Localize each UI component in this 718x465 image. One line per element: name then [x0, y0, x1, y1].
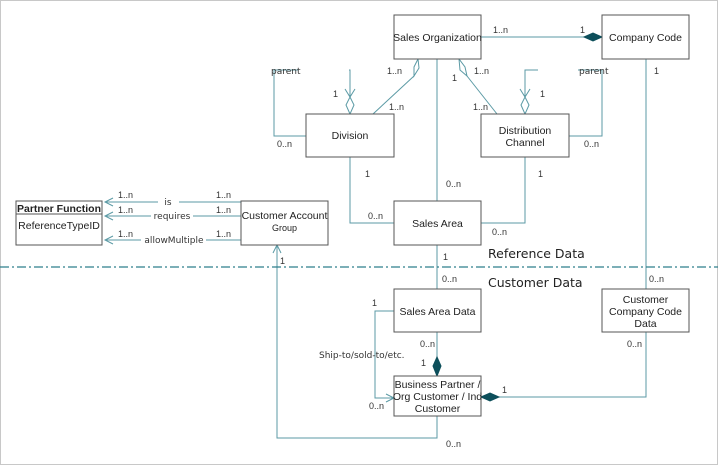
- edge-distchannel-parent-2: [524, 69, 538, 97]
- edge-division-salesarea: [349, 157, 394, 224]
- entity-label: Customer: [623, 294, 669, 306]
- entity-label: Company Code: [609, 32, 682, 44]
- edge-label-parent: parent: [271, 67, 301, 77]
- arrow-head-icon: [103, 197, 114, 207]
- multiplicity-label: 1: [654, 66, 659, 76]
- multiplicity-label: 1..n: [216, 205, 231, 215]
- multiplicity-label: 0..n: [368, 211, 383, 221]
- arrow-head-icon: [103, 211, 114, 221]
- multiplicity-label: 0..n: [492, 227, 507, 237]
- entity-label: Sales Organization: [393, 32, 482, 44]
- edge-label-requires: requires: [154, 212, 191, 222]
- multiplicity-label: 1..n: [387, 66, 402, 76]
- edge-shipto: [374, 310, 394, 399]
- entity-company-code[interactable]: Company Code: [601, 14, 690, 60]
- multiplicity-label: 1..n: [473, 102, 488, 112]
- edge-label-allowmultiple: allowMultiple: [144, 236, 204, 246]
- edge-label-parent: parent: [579, 67, 609, 77]
- multiplicity-label: 1..n: [474, 66, 489, 76]
- edge-custcc-bp: [499, 332, 647, 398]
- multiplicity-label: 1: [443, 252, 448, 262]
- multiplicity-label: 1..n: [118, 190, 133, 200]
- multiplicity-label: 1: [580, 25, 585, 35]
- edge-distchannel-salesarea: [481, 157, 526, 224]
- multiplicity-label: 0..n: [277, 139, 292, 149]
- multiplicity-label: 1: [540, 89, 545, 99]
- entity-label: Sales Area Data: [400, 306, 476, 318]
- entity-attribute: ReferenceTypeID: [18, 220, 100, 232]
- multiplicity-label: 1: [333, 89, 338, 99]
- multiplicity-label: 0..n: [446, 179, 461, 189]
- multiplicity-label: 0..n: [649, 274, 664, 284]
- entity-customer-company-code-data[interactable]: Customer Company Code Data: [601, 288, 690, 333]
- composition-diamond-icon: [479, 392, 501, 402]
- multiplicity-label: 1: [421, 358, 426, 368]
- entity-label: Company Code: [609, 306, 682, 318]
- multiplicity-label: 1..n: [216, 229, 231, 239]
- entity-customer-account-group[interactable]: Customer Account Group: [240, 200, 329, 246]
- entity-title: Partner Function: [17, 203, 101, 215]
- entity-label: Customer Account: [242, 210, 328, 222]
- aggregation-diamond-icon: [520, 95, 530, 116]
- zone-label-reference: Reference Data: [488, 246, 585, 261]
- aggregation-diamond-icon: [345, 95, 355, 116]
- edge-label-is: is: [164, 198, 172, 208]
- edge-salesorg-division: [372, 75, 415, 115]
- entity-label: Business Partner /: [395, 379, 481, 391]
- entity-sales-organization[interactable]: Sales Organization: [393, 14, 482, 60]
- edge-bp-cag: [276, 245, 438, 439]
- edge-label-shipto: Ship-to/sold-to/etc.: [319, 351, 405, 361]
- multiplicity-label: 0..n: [627, 339, 642, 349]
- multiplicity-label: 0..n: [369, 401, 384, 411]
- entity-distribution-channel[interactable]: Distribution Channel: [480, 113, 570, 158]
- entity-label: Customer: [415, 403, 461, 415]
- entity-division[interactable]: Division: [305, 113, 395, 158]
- multiplicity-label: 0..n: [446, 439, 461, 449]
- entity-label: Sales Area: [412, 218, 463, 230]
- arrow-head-icon: [103, 235, 114, 245]
- edge-division-parent: [273, 69, 306, 137]
- entity-label: Org Customer / Ind: [393, 391, 482, 403]
- aggregation-diamond-icon: [458, 57, 468, 78]
- entity-business-partner[interactable]: Business Partner / Org Customer / Ind Cu…: [393, 375, 482, 417]
- entity-sales-area-data[interactable]: Sales Area Data: [393, 288, 482, 333]
- multiplicity-label: 1: [452, 73, 457, 83]
- entity-label: Channel: [505, 137, 544, 149]
- multiplicity-label: 1: [365, 169, 370, 179]
- entity-partner-function[interactable]: Partner Function ReferenceTypeID: [15, 200, 103, 246]
- entity-label: Data: [634, 318, 656, 330]
- composition-diamond-icon: [432, 355, 442, 378]
- aggregation-diamond-icon: [413, 57, 420, 78]
- multiplicity-label: 1..n: [216, 190, 231, 200]
- multiplicity-label: 1: [502, 385, 507, 395]
- entity-label: Distribution: [499, 125, 552, 137]
- multiplicity-label: 0..n: [420, 339, 435, 349]
- multiplicity-label: 0..n: [584, 139, 599, 149]
- multiplicity-label: 1: [372, 298, 377, 308]
- multiplicity-label: 1: [280, 256, 285, 266]
- edge-division-parent-2: [349, 69, 351, 97]
- entity-label: Division: [332, 130, 369, 142]
- edge-salesorg-distchannel: [466, 75, 498, 115]
- multiplicity-label: 1..n: [493, 25, 508, 35]
- multiplicity-label: 1: [538, 169, 543, 179]
- zone-label-customer: Customer Data: [488, 275, 583, 290]
- multiplicity-label: 1..n: [118, 205, 133, 215]
- multiplicity-label: 1..n: [118, 229, 133, 239]
- entity-sublabel: Group: [272, 223, 297, 233]
- multiplicity-label: 1..n: [389, 102, 404, 112]
- multiplicity-label: 0..n: [442, 274, 457, 284]
- entity-sales-area[interactable]: Sales Area: [393, 200, 482, 246]
- edge-distchannel-parent: [569, 69, 603, 137]
- composition-diamond-icon: [582, 32, 604, 42]
